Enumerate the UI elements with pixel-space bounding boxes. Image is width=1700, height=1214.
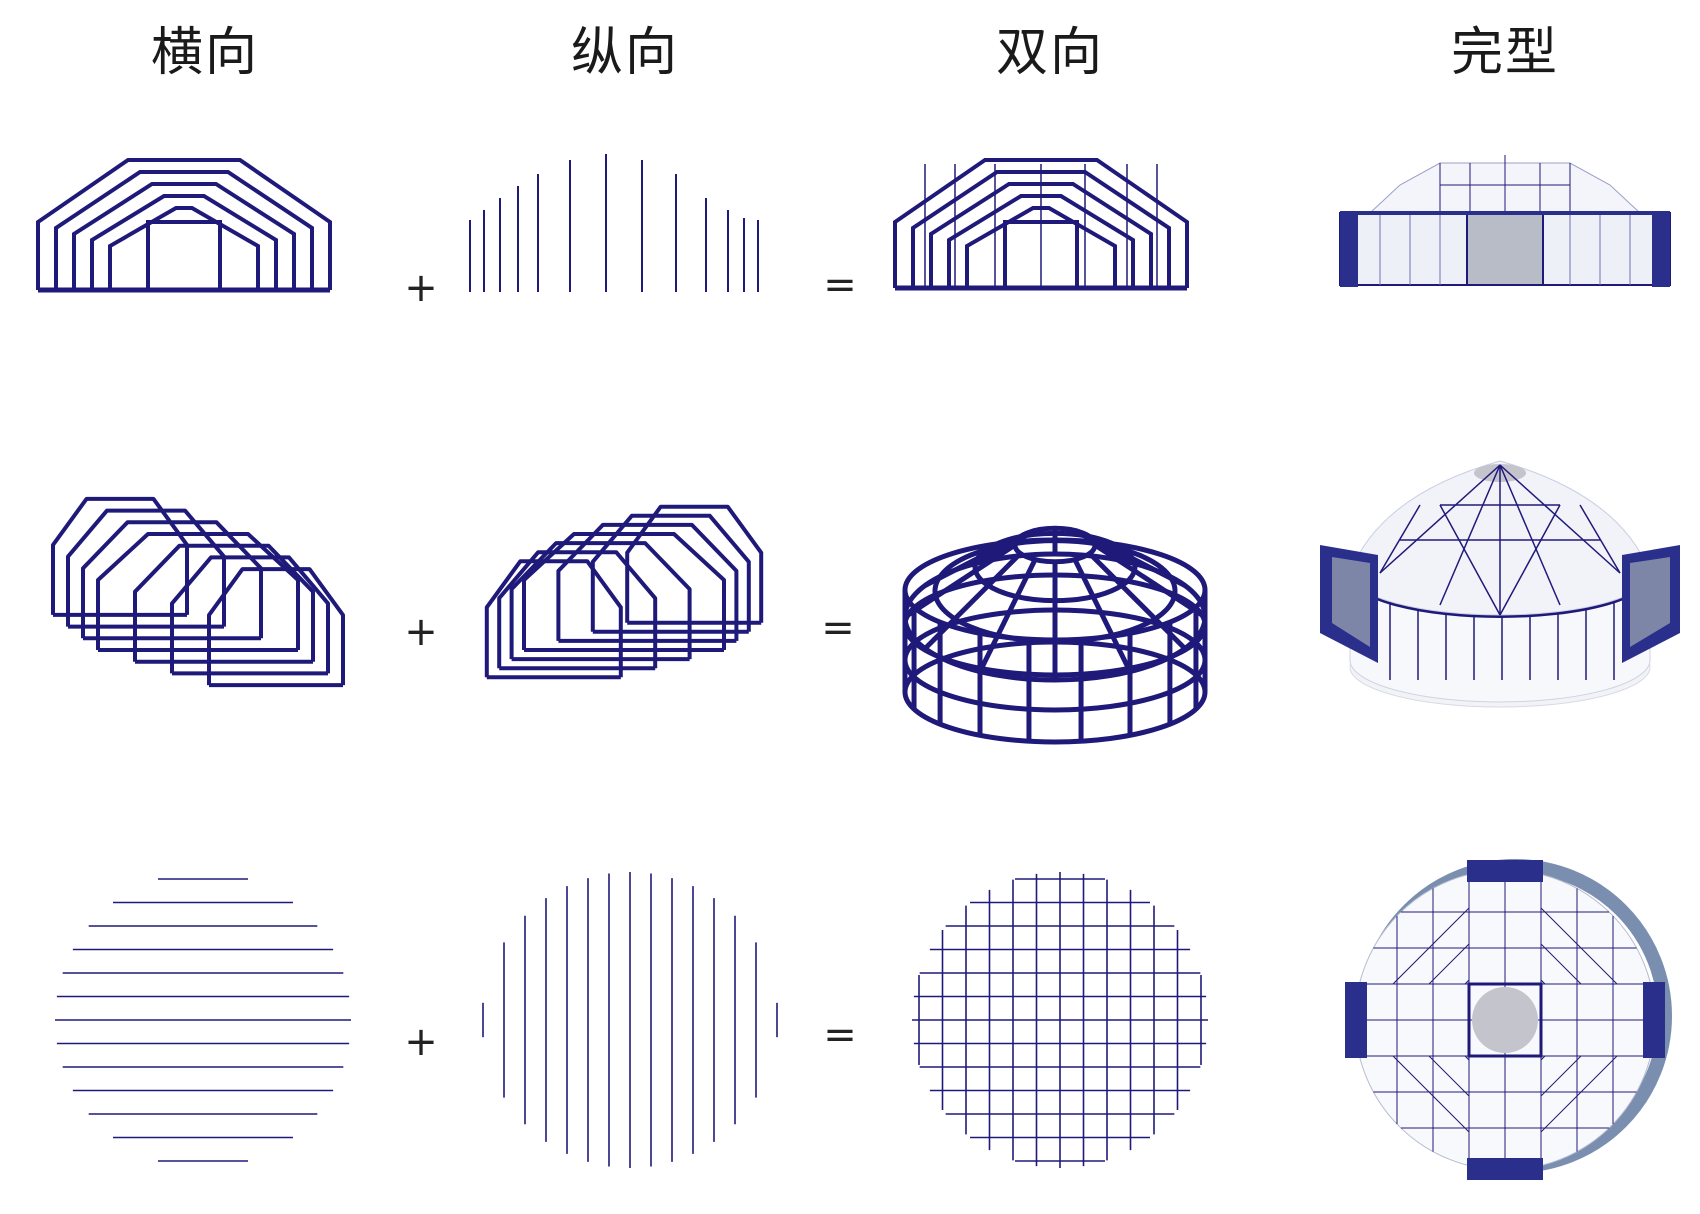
axo-frame bbox=[522, 532, 726, 650]
axon-horizontal-frames bbox=[38, 465, 368, 715]
entrance-right-glass bbox=[1630, 557, 1670, 647]
plan-diagonal bbox=[1392, 1055, 1470, 1133]
dome-rib bbox=[1439, 504, 1501, 616]
axo-frame bbox=[590, 513, 751, 632]
elevation-vertical-lines bbox=[469, 154, 800, 325]
axon-complete-render bbox=[1320, 455, 1680, 715]
plan-bidirectional-grid bbox=[895, 855, 1225, 1185]
side-panel-left bbox=[1340, 211, 1358, 287]
entrance-south bbox=[1467, 1158, 1543, 1180]
axo-frame bbox=[484, 559, 623, 678]
elevation-complete-render bbox=[1339, 155, 1680, 325]
equals-sign-row1: = bbox=[823, 262, 857, 308]
header-horizontal: 横向 bbox=[150, 23, 259, 83]
dome-rib bbox=[1379, 464, 1501, 574]
elevation-bidirectional-grid bbox=[893, 158, 1225, 325]
plan-diagonal bbox=[1428, 943, 1470, 985]
equals-sign-row2: = bbox=[821, 605, 855, 651]
entrance-east bbox=[1643, 982, 1665, 1058]
dome-rib bbox=[1499, 464, 1561, 606]
header-vertical: 纵向 bbox=[570, 23, 679, 83]
plan-diagonal bbox=[1540, 1055, 1546, 1061]
lattice-rib bbox=[1093, 542, 1207, 620]
lattice-rib bbox=[903, 542, 1017, 620]
lattice-rib bbox=[1088, 534, 1187, 588]
entrance-door bbox=[1466, 212, 1544, 286]
dome-rib bbox=[1439, 464, 1501, 606]
axo-frame bbox=[133, 543, 315, 662]
plus-sign-row3: + bbox=[404, 1019, 438, 1065]
frame-arch bbox=[72, 182, 296, 290]
plan-diagonal bbox=[1540, 943, 1582, 985]
plan-horizontal-lines bbox=[38, 855, 368, 1185]
plan-diagonal bbox=[1428, 1055, 1470, 1097]
frame-arch bbox=[54, 170, 314, 290]
lattice-rib bbox=[978, 528, 1037, 565]
door-frame bbox=[146, 220, 222, 292]
equals-sign-row3: = bbox=[823, 1012, 857, 1058]
axo-frame bbox=[207, 567, 345, 686]
axo-frame bbox=[170, 555, 330, 674]
plus-sign-row1: + bbox=[404, 265, 438, 311]
skylight bbox=[1472, 987, 1538, 1053]
axon-bidirectional-lattice bbox=[885, 460, 1225, 745]
plan-diagonal bbox=[1540, 907, 1618, 985]
lattice-rib bbox=[1073, 528, 1132, 565]
dome-rib bbox=[1579, 504, 1621, 574]
entrance-left-glass bbox=[1332, 557, 1370, 647]
frame-arch bbox=[90, 194, 278, 290]
central-bay bbox=[1467, 982, 1543, 1058]
axo-frame bbox=[51, 496, 189, 615]
elevation-horizontal-frames bbox=[36, 158, 368, 325]
frame-arch bbox=[108, 206, 260, 290]
plan-complete-render bbox=[1340, 845, 1672, 1195]
dome-rib bbox=[1499, 504, 1561, 616]
frame-arch bbox=[893, 158, 1189, 288]
entrance-west bbox=[1345, 982, 1367, 1058]
lattice-rib bbox=[1072, 558, 1133, 673]
header-complete: 完型 bbox=[1450, 23, 1559, 83]
plan-diagonal bbox=[1540, 979, 1546, 985]
axo-frame bbox=[509, 541, 692, 660]
plan-diagonal bbox=[1464, 979, 1470, 985]
axo-frame bbox=[66, 508, 226, 627]
lattice-rib bbox=[977, 558, 1038, 673]
plan-diagonal bbox=[1464, 1055, 1470, 1061]
side-panel-right bbox=[1652, 211, 1670, 287]
plan-diagonal bbox=[1392, 907, 1470, 985]
plan-vertical-lines bbox=[465, 855, 795, 1185]
dome-rib bbox=[1499, 464, 1621, 574]
axo-frame bbox=[625, 504, 764, 623]
header-bidirectional: 双向 bbox=[995, 23, 1104, 83]
axo-frame bbox=[96, 532, 300, 650]
dome-rib bbox=[1379, 504, 1421, 574]
plus-sign-row2: + bbox=[404, 609, 438, 655]
entrance-north bbox=[1467, 860, 1543, 882]
lattice-rib bbox=[923, 534, 1022, 588]
plan-diagonal bbox=[1540, 1055, 1618, 1133]
axo-frame bbox=[81, 520, 263, 639]
axon-vertical-frames bbox=[462, 465, 792, 715]
frame-arch bbox=[36, 158, 332, 290]
plan-diagonal bbox=[1540, 1055, 1582, 1097]
